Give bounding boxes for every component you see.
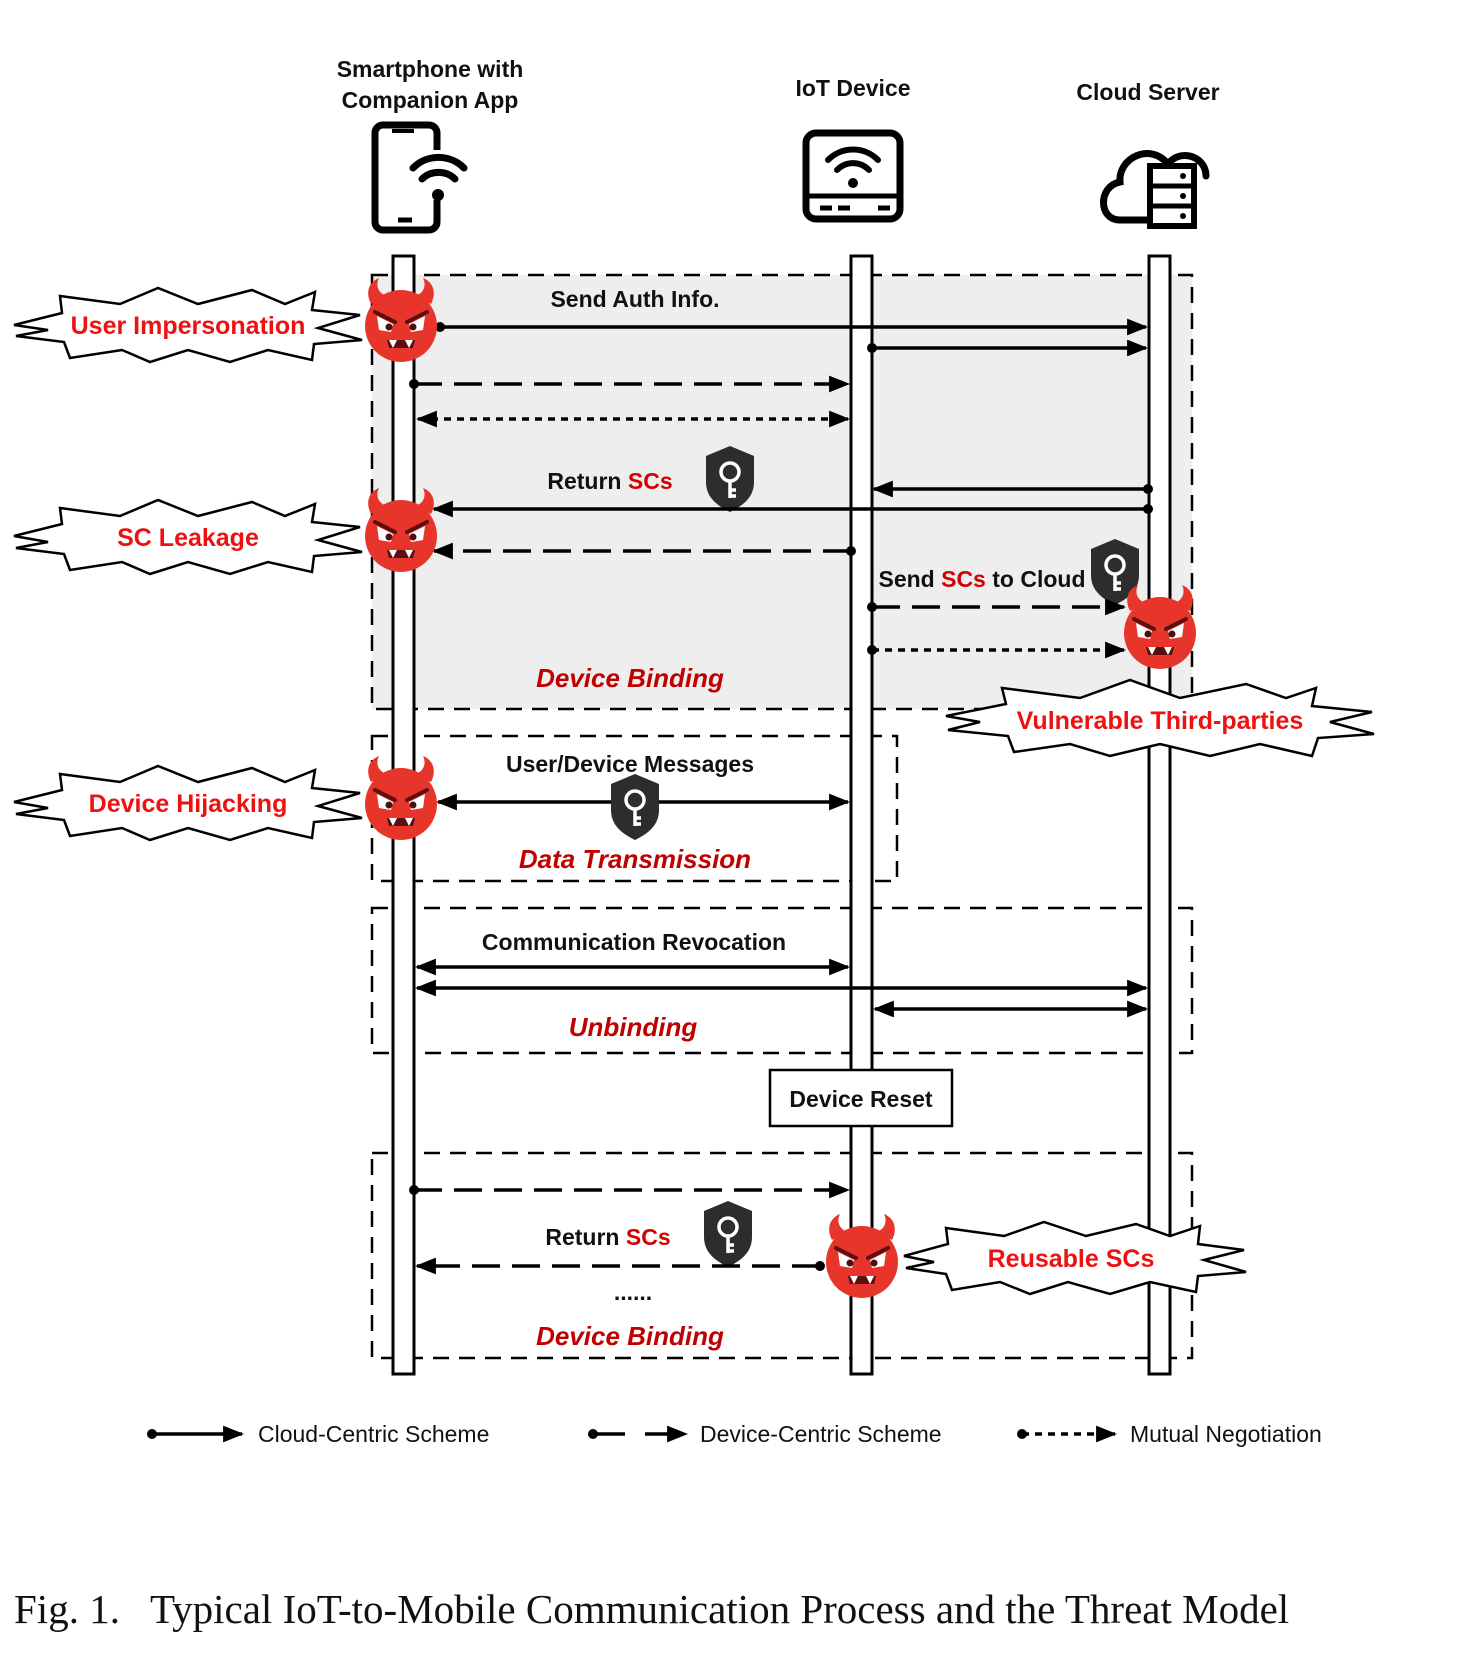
device-binding-phase-label-2: Device Binding <box>536 1321 724 1351</box>
legend-mutual-negotiation-label: Mutual Negotiation <box>1130 1421 1322 1447</box>
smartphone-label-line2: Companion App <box>342 87 519 113</box>
device-binding-phase-label: Device Binding <box>536 663 724 693</box>
vulnerable-third-parties-callout: Vulnerable Third-parties <box>945 678 1375 758</box>
vulnerable-third-parties-label: Vulnerable Third-parties <box>1017 707 1304 735</box>
return-scs-cloud-arrow-2 <box>431 500 1153 518</box>
attacker-devil-icon <box>363 486 439 574</box>
figure-caption: Fig. 1. Typical IoT-to-Mobile Communicati… <box>14 1585 1454 1633</box>
send-scs-mutual-arrow <box>867 641 1127 659</box>
return-scs-label-2: Return SCs <box>545 1224 670 1250</box>
unbinding-phase-box <box>370 906 1194 1055</box>
figure-caption-text: Typical IoT-to-Mobile Communication Proc… <box>149 1586 1290 1632</box>
auth-device-arrow <box>409 375 851 393</box>
legend-device-centric: Device-Centric Scheme <box>588 1421 942 1447</box>
iot-device-label: IoT Device <box>795 75 910 101</box>
iot-device-icon <box>802 129 904 223</box>
figure-label: Fig. 1. <box>14 1586 120 1632</box>
rebind-return-scs-arrow <box>414 1257 825 1275</box>
legend-cloud-centric: Cloud-Centric Scheme <box>147 1421 489 1447</box>
data-transmission-phase-box <box>370 734 899 883</box>
user-device-messages-label: User/Device Messages <box>506 751 754 777</box>
send-scs-device-arrow <box>867 598 1127 616</box>
ellipsis-label: ...... <box>614 1279 652 1305</box>
shield-key-icon <box>609 772 661 842</box>
communication-revocation-label: Communication Revocation <box>482 929 786 955</box>
attacker-devil-icon <box>363 276 439 364</box>
shield-key-icon <box>702 1199 754 1269</box>
send-auth-info-label: Send Auth Info. <box>550 286 719 312</box>
smartphone-label-line1: Smartphone with <box>337 56 524 82</box>
legend-device-centric-label: Device-Centric Scheme <box>700 1421 942 1447</box>
cloud-server-lifeline <box>1147 254 1172 1376</box>
attacker-devil-icon <box>824 1212 900 1300</box>
rebind-device-arrow <box>409 1181 851 1199</box>
smartphone-icon <box>371 121 468 234</box>
reusable-scs-callout: Reusable SCs <box>903 1220 1247 1296</box>
attacker-devil-icon <box>1122 583 1198 671</box>
auth-cloud-arrow-1 <box>435 318 1149 336</box>
legend-cloud-centric-label: Cloud-Centric Scheme <box>258 1421 489 1447</box>
device-reset-box <box>768 1068 954 1128</box>
user-impersonation-label: User Impersonation <box>71 312 306 340</box>
iot-device-lifeline <box>849 254 874 1376</box>
sc-leakage-label: SC Leakage <box>117 524 259 552</box>
cloud-server-label: Cloud Server <box>1076 79 1219 105</box>
return-scs-device-arrow <box>431 542 856 560</box>
return-scs-label-1: Return SCs <box>547 468 672 494</box>
device-binding-phase-box <box>370 273 1194 711</box>
reusable-scs-label: Reusable SCs <box>988 1245 1155 1273</box>
send-scs-to-cloud-label: Send SCs to Cloud <box>878 566 1085 592</box>
return-scs-cloud-arrow-1 <box>871 480 1153 498</box>
device-reset-label: Device Reset <box>789 1086 933 1112</box>
data-transmission-phase-label: Data Transmission <box>519 844 751 874</box>
device-hijacking-callout: Device Hijacking <box>13 764 363 842</box>
cloud-server-icon <box>1100 150 1210 229</box>
device-hijacking-label: Device Hijacking <box>89 790 288 818</box>
unbinding-phase-label: Unbinding <box>569 1012 698 1042</box>
auth-cloud-arrow-2 <box>867 339 1149 357</box>
legend-mutual-negotiation: Mutual Negotiation <box>1017 1421 1322 1447</box>
sequence-diagram: Smartphone with Companion App IoT Device… <box>13 56 1375 1447</box>
attacker-devil-icon <box>363 754 439 842</box>
user-impersonation-callout: User Impersonation <box>13 286 363 364</box>
sc-leakage-callout: SC Leakage <box>13 498 363 576</box>
